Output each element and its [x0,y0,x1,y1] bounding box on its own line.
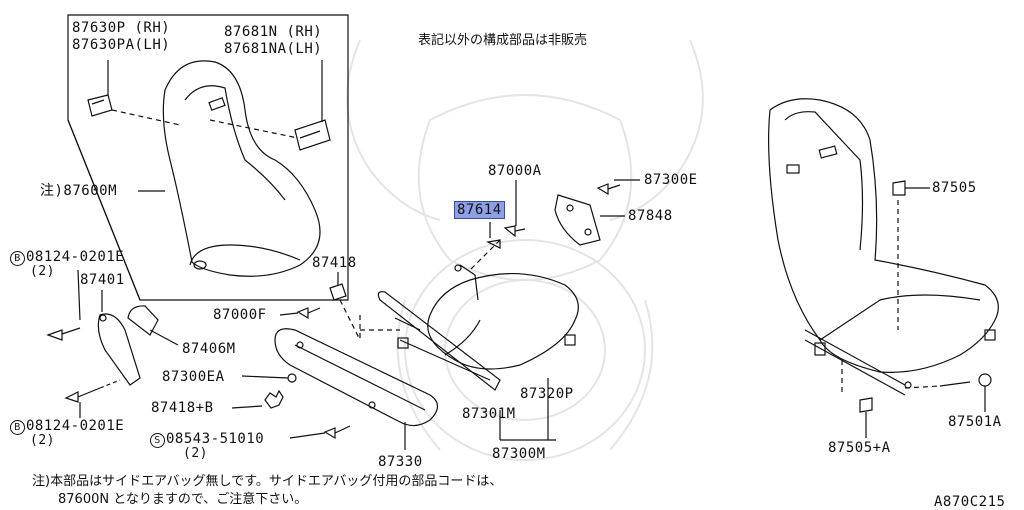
full-seat-assembly [768,98,999,396]
part-label-87300M[interactable]: 87300M [492,446,546,462]
bracket-87614 [459,264,479,301]
part-label-87330[interactable]: 87330 [378,454,423,470]
footnote-line-2: 87600N となりますので、ご注意下さい。 [58,492,308,507]
part-number: 08124-0201E [26,249,125,265]
airbag-cover-left [87,94,113,117]
inset-leader [67,119,141,301]
part-label-87614-highlighted[interactable]: 87614 [454,201,505,219]
footnote-line-1: 注)本部品はサイドエアバッグ無しです。サイドエアバッグ付用の部品コードは、 [32,474,503,489]
bolt-87501A [978,373,992,398]
bolt-87000F [296,307,321,320]
quantity-08124-bottom: (2) [30,433,55,448]
inset-seat-back [162,60,321,277]
circle-b-mark: B [10,251,25,266]
handle-87300EA [287,373,297,383]
part-label-87406M[interactable]: 87406M [182,341,236,357]
part-label-87000F[interactable]: 87000F [213,307,267,323]
frame-87301M [377,291,576,391]
quantity-08543: (2) [183,446,208,461]
clip-87505A [859,397,873,413]
circle-b-mark: B [10,420,25,435]
bolt-87000A [503,225,526,238]
part-label-87505A[interactable]: 87505+A [828,440,891,456]
circle-s-mark: S [150,433,165,448]
bolt-87300E [596,183,621,196]
part-label-87320P[interactable]: 87320P [520,386,574,402]
part-number: 08543-51010 [166,431,265,447]
part-label-87505[interactable]: 87505 [932,180,977,196]
watermark-emblem [346,39,704,461]
part-label-87300E[interactable]: 87300E [644,172,698,188]
part-label-87501A[interactable]: 87501A [948,414,1002,430]
part-label-87681N[interactable]: 87681N (RH) [224,24,323,40]
bolt-87614 [486,239,501,249]
part-label-87301M[interactable]: 87301M [462,406,516,422]
rail-87330 [274,328,439,427]
diagram-code: A870C215 [934,494,1006,510]
part-label-87600M[interactable]: 注)87600M [40,183,118,199]
part-number: 08124-0201E [26,418,125,434]
bolt-08543 [323,425,351,440]
cover-87406M [127,305,159,336]
clip-87505 [892,180,906,196]
bolt-08124-top [46,327,81,341]
seat-cushion-87320P [427,273,579,370]
bracket-87848 [554,194,601,246]
inset-frame [67,14,349,301]
part-label-87848[interactable]: 87848 [628,208,673,224]
quantity-08124-top: (2) [30,264,55,279]
part-label-87300EA[interactable]: 87300EA [162,369,225,385]
knob-87418B [264,389,284,409]
header-note: 表記以外の構成部品は非販売 [418,33,588,48]
part-label-87418[interactable]: 87418 [312,255,357,271]
part-label-87401[interactable]: 87401 [80,272,125,288]
bolt-08124-bottom [64,387,101,403]
clip-87418 [329,283,347,301]
part-label-87630P[interactable]: 87630P (RH) [72,20,171,36]
part-label-87418B[interactable]: 87418+B [151,400,214,416]
airbag-cover-right [294,119,331,151]
cover-87401 [97,313,141,386]
part-label-87000A[interactable]: 87000A [488,163,542,179]
part-label-87630PA[interactable]: 87630PA(LH) [72,37,171,53]
part-label-87681NA[interactable]: 87681NA(LH) [224,41,323,57]
